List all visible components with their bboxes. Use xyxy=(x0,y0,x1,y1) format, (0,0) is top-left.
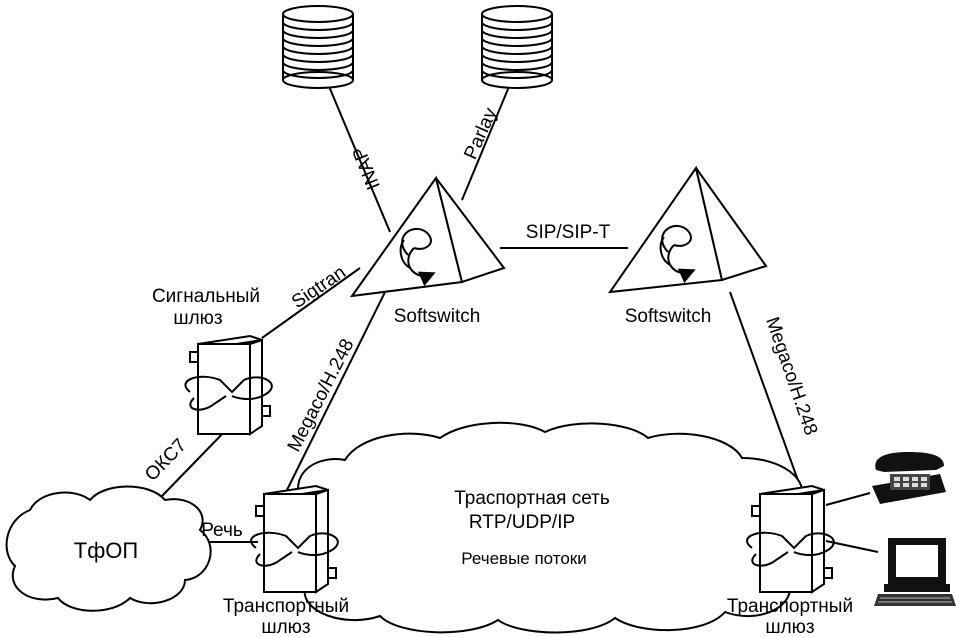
inap-link xyxy=(317,59,391,233)
megaco-left-label: Megaco/H.248 xyxy=(284,336,359,456)
transport-gateway-right-label-line1: Транспортный xyxy=(727,596,853,617)
sip-label: SIP/SIP-T xyxy=(526,222,611,243)
speech-label: Речь xyxy=(201,520,243,541)
transport-network-title: Траспортная сеть xyxy=(454,488,610,509)
database-icon xyxy=(481,5,553,89)
pstn-cloud xyxy=(5,485,212,612)
oks7-label: ОКС7 xyxy=(141,435,191,485)
megaco-left-link xyxy=(285,281,391,493)
softswitch-right-label: Softswitch xyxy=(625,306,712,327)
pstn-label: ТфОП xyxy=(74,538,138,563)
oks7-link xyxy=(161,427,229,497)
phone-link xyxy=(825,492,871,506)
inap-label: INAP xyxy=(349,144,385,193)
sigtran-label: Sigtran xyxy=(288,262,350,313)
signal-gateway-label-line2: шлюз xyxy=(173,308,222,329)
gateway-box-icon xyxy=(746,484,835,594)
transport-network-protocols: RTP/UDP/IP xyxy=(469,512,575,533)
gateway-box-icon xyxy=(250,484,339,594)
computer-icon xyxy=(874,538,956,606)
megaco-right-label: Megaco/H.248 xyxy=(761,314,821,438)
telephone-icon xyxy=(872,452,946,504)
megaco-right-link xyxy=(729,291,801,487)
transport-gateway-left-label-line2: шлюз xyxy=(261,617,310,637)
speech-streams-label: Речевые потоки xyxy=(461,549,587,568)
transport-gateway-right-label-line2: шлюз xyxy=(765,617,814,637)
signal-gateway-label-line1: Сигнальный xyxy=(152,286,260,307)
database-icon xyxy=(282,5,354,89)
sigtran-link xyxy=(261,267,361,339)
softswitch-pyramid-icon xyxy=(349,175,506,298)
transport-gateway-left-label-line1: Транспортный xyxy=(223,596,349,617)
parlay-label: Parlay xyxy=(460,104,501,162)
softswitch-pyramid-icon xyxy=(607,165,768,294)
softswitch-left-label: Softswitch xyxy=(394,306,481,327)
gateway-box-icon xyxy=(184,334,273,436)
